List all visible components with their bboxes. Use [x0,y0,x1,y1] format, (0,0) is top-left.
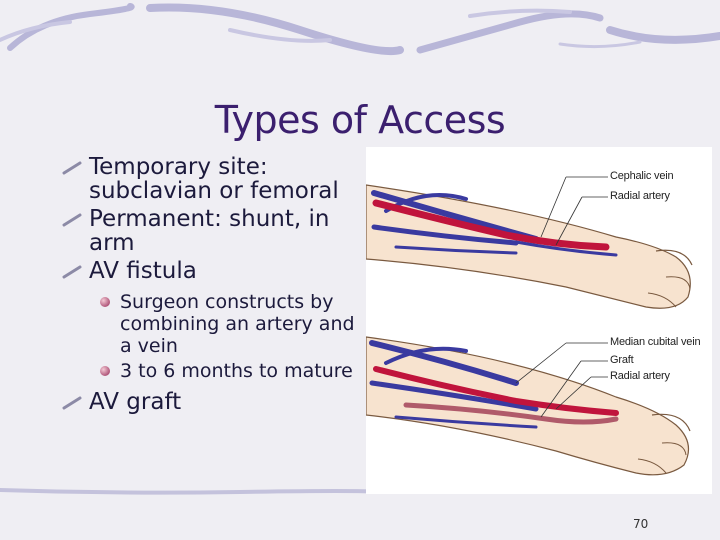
slide-title: Types of Access [214,98,506,142]
brush-bullet-icon [62,161,82,175]
decorative-brush-stroke-bottom [0,488,380,495]
brush-bullet-icon [62,213,82,227]
sub-bullet-item: 3 to 6 months to mature [60,360,360,382]
av-access-illustration: Cephalic vein Radial artery Median cubit… [366,147,712,494]
page-number: 70 [633,517,649,531]
sub-bullet-item: Surgeon constructs by combining an arter… [60,291,360,357]
label-cephalic-vein: Cephalic vein [610,170,674,182]
forearm-diagram [366,176,693,476]
brush-bullet-icon [62,396,82,410]
bullet-text: Temporary site: subclavian or femoral [89,154,339,204]
vessels-top [371,190,618,257]
decorative-brush-strokes-top [0,3,720,56]
bullet-item: Temporary site: subclavian or femoral [60,155,360,203]
sphere-bullet-icon [100,297,110,307]
bullet-list: Temporary site: subclavian or femoral Pe… [60,155,360,418]
label-median-cubital-vein: Median cubital vein [610,336,701,348]
bullet-text: AV graft [89,389,182,415]
vessels-bottom [369,340,619,429]
label-radial-artery-top: Radial artery [610,190,670,202]
sub-bullet-text: 3 to 6 months to mature [120,360,353,382]
bullet-text: AV fistula [89,258,197,284]
sphere-bullet-icon [100,366,110,376]
label-graft: Graft [610,354,634,366]
bullet-text: Permanent: shunt, in arm [89,206,330,256]
bullet-item: AV fistula [60,259,360,283]
sub-bullet-text: Surgeon constructs by combining an arter… [120,291,355,357]
bullet-item: Permanent: shunt, in arm [60,207,360,255]
bullet-item: AV graft [60,390,360,414]
brush-bullet-icon [62,265,82,279]
label-radial-artery-bottom: Radial artery [610,370,670,382]
sub-bullet-list: Surgeon constructs by combining an arter… [60,291,360,382]
